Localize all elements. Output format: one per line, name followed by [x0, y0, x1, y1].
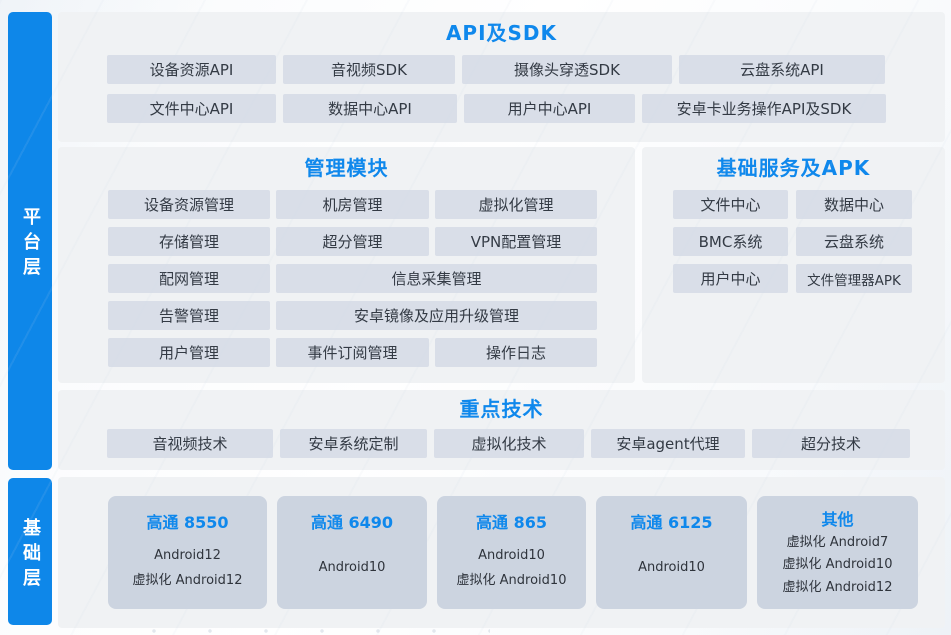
management-item: 安卓镜像及应用升级管理 [276, 301, 597, 330]
chip-line: 虚拟化 Android10 [456, 573, 567, 588]
base-layer-label: 基础层 [20, 517, 41, 593]
panel-key-tech: 重点技术 音视频技术 安卓系统定制 虚拟化技术 安卓agent代理 超分技术 [58, 390, 945, 470]
service-item: 云盘系统 [796, 227, 912, 256]
chip-card-title: 高通 8550 [146, 513, 229, 532]
chip-card-lines: Android12 虚拟化 Android12 [108, 533, 267, 609]
management-item: 机房管理 [276, 190, 429, 219]
chip-card-title: 其他 [821, 510, 854, 529]
content-column: API及SDK 设备资源API 音视频SDK 摄像头穿透SDK 云盘系统API … [58, 12, 945, 628]
service-item: 数据中心 [796, 190, 912, 219]
management-grid: 设备资源管理 机房管理 虚拟化管理 存储管理 超分管理 VPN配置管理 配网管理… [108, 190, 635, 367]
panel-base-layer: 高通 8550 Android12 虚拟化 Android12 高通 6490 … [58, 477, 945, 628]
chip-card-lines: Android10 [277, 533, 427, 609]
panel-services-apk: 基础服务及APK 文件中心 数据中心 BMC系统 云盘系统 用户中心 文件管理器… [642, 147, 945, 383]
chip-card-6490: 高通 6490 Android10 [277, 496, 427, 609]
chip-line: Android10 [318, 560, 386, 576]
management-item: 配网管理 [108, 264, 270, 293]
panel-management-title: 管理模块 [304, 156, 389, 180]
management-item: 用户管理 [108, 338, 270, 367]
api-item: 用户中心API [464, 94, 635, 123]
management-item: 操作日志 [435, 338, 597, 367]
panel-key-tech-title: 重点技术 [459, 397, 544, 421]
platform-layer-label: 平台层 [20, 207, 41, 282]
panel-management: 管理模块 设备资源管理 机房管理 虚拟化管理 存储管理 超分管理 VPN配置管理… [58, 147, 635, 383]
management-item: 虚拟化管理 [435, 190, 597, 219]
chip-line: 虚拟化 Android7 [786, 535, 889, 550]
service-item: 用户中心 [673, 264, 788, 293]
service-item: 文件管理器APK [796, 264, 912, 293]
base-layer-bar: 基础层 [8, 478, 52, 625]
management-item: VPN配置管理 [435, 227, 597, 256]
chip-row: 高通 8550 Android12 虚拟化 Android12 高通 6490 … [58, 477, 945, 609]
chip-card-title: 高通 6490 [310, 513, 394, 532]
chip-line: 虚拟化 Android10 [782, 557, 893, 573]
management-item: 信息采集管理 [276, 264, 597, 293]
management-item: 事件订阅管理 [276, 338, 429, 367]
api-row-1: 设备资源API 音视频SDK 摄像头穿透SDK 云盘系统API [58, 55, 945, 84]
chip-card-title: 高通 6125 [630, 513, 713, 532]
chip-line: Android10 [638, 560, 705, 576]
service-item: BMC系统 [673, 227, 788, 256]
tech-item: 虚拟化技术 [434, 429, 584, 458]
platform-layer-bar: 平台层 [8, 12, 52, 470]
middle-row: 管理模块 设备资源管理 机房管理 虚拟化管理 存储管理 超分管理 VPN配置管理… [58, 147, 945, 383]
api-item: 音视频SDK [283, 55, 455, 84]
api-item: 文件中心API [107, 94, 276, 123]
tech-item: 音视频技术 [107, 429, 273, 458]
background-dot-pattern [150, 627, 490, 635]
chip-card-8550: 高通 8550 Android12 虚拟化 Android12 [108, 496, 267, 609]
chip-card-865: 高通 865 Android10 虚拟化 Android10 [437, 496, 586, 609]
api-row-2: 文件中心API 数据中心API 用户中心API 安卓卡业务操作API及SDK [58, 94, 945, 123]
api-item: 数据中心API [283, 94, 457, 123]
panel-services-apk-title: 基础服务及APK [716, 156, 871, 180]
api-item: 设备资源API [107, 55, 276, 84]
panel-api-sdk: API及SDK 设备资源API 音视频SDK 摄像头穿透SDK 云盘系统API … [58, 12, 945, 142]
tech-item: 安卓系统定制 [280, 429, 427, 458]
management-item: 超分管理 [276, 227, 429, 256]
chip-card-6125: 高通 6125 Android10 [596, 496, 747, 609]
tech-item: 安卓agent代理 [591, 429, 745, 458]
chip-card-lines: Android10 虚拟化 Android10 [437, 533, 586, 609]
tech-row: 音视频技术 安卓系统定制 虚拟化技术 安卓agent代理 超分技术 [58, 429, 945, 458]
chip-line: Android12 [154, 547, 221, 563]
api-item: 摄像头穿透SDK [462, 55, 672, 84]
api-item: 安卓卡业务操作API及SDK [642, 94, 886, 123]
chip-line: Android10 [478, 547, 545, 563]
chip-card-title: 高通 865 [476, 513, 547, 532]
chip-card-other: 其他 虚拟化 Android7 虚拟化 Android10 虚拟化 Androi… [757, 496, 918, 609]
chip-line: 虚拟化 Android12 [132, 573, 243, 588]
chip-card-lines: 虚拟化 Android7 虚拟化 Android10 虚拟化 Android12 [757, 530, 918, 609]
chip-card-lines: Android10 [596, 533, 747, 609]
tech-item: 超分技术 [752, 429, 910, 458]
api-item: 云盘系统API [679, 55, 885, 84]
management-item: 设备资源管理 [108, 190, 270, 219]
management-item: 告警管理 [108, 301, 270, 330]
service-item: 文件中心 [673, 190, 788, 219]
services-grid: 文件中心 数据中心 BMC系统 云盘系统 用户中心 文件管理器APK [673, 190, 945, 293]
chip-line: 虚拟化 Android12 [782, 579, 893, 595]
management-item: 存储管理 [108, 227, 270, 256]
panel-api-sdk-title: API及SDK [445, 21, 558, 45]
